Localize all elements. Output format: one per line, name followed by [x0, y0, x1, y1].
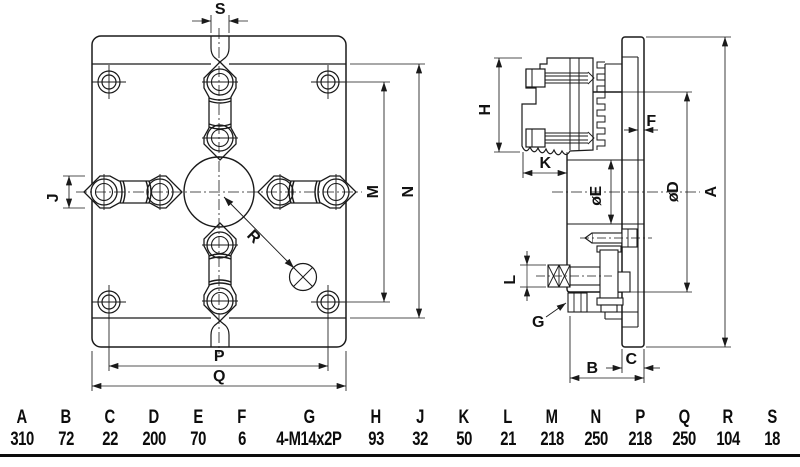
dimension-letter: D — [148, 407, 160, 428]
bottom-slot — [210, 320, 230, 347]
front-dimensions — [63, 15, 425, 391]
dim-label-k: K — [539, 155, 551, 172]
dimension-letter: K — [458, 407, 470, 428]
dim-label-h: H — [477, 104, 494, 115]
dim-label-c: C — [625, 351, 637, 368]
dimension-letter: A — [16, 407, 28, 428]
key-socket — [288, 262, 318, 292]
radius-leader — [223, 196, 295, 269]
dim-label-r: R — [243, 227, 264, 248]
dimension-letter: G — [303, 407, 315, 428]
dimension-value: 104 — [716, 429, 740, 450]
mounting-bolt — [567, 292, 638, 313]
dim-label-a: A — [703, 186, 720, 198]
mounting-holes — [92, 65, 345, 319]
dim-label-l: L — [502, 275, 519, 285]
dimension-letter: Q — [678, 407, 690, 428]
dim-label-f: F — [646, 113, 656, 130]
jaw-bottom — [201, 222, 239, 322]
dimension-letter: R — [722, 407, 734, 428]
dimension-letter: E — [193, 407, 203, 428]
serration-teeth — [596, 61, 606, 150]
dimension-letter: P — [635, 407, 645, 428]
g-leader — [545, 302, 567, 318]
jaw-screw-bottom — [545, 131, 595, 145]
dimension-letter: L — [503, 407, 513, 428]
dim-label-m: M — [365, 185, 382, 198]
dim-label-e: øE — [588, 185, 605, 205]
dimension-value: 6 — [238, 429, 246, 450]
dimension-letter: F — [237, 407, 247, 428]
dimension-letter: N — [590, 407, 602, 428]
dimension-value: 93 — [368, 429, 384, 450]
jaw-top — [201, 61, 239, 161]
dimension-value: 250 — [672, 429, 696, 450]
dimension-value: 18 — [764, 429, 780, 450]
dimension-letter: S — [767, 407, 777, 428]
dim-label-j: J — [45, 194, 62, 202]
dimension-value: 218 — [540, 429, 564, 450]
dim-label-g: G — [532, 314, 544, 331]
front-view: S J M N P Q R — [45, 1, 425, 391]
dim-label-p: P — [214, 348, 225, 365]
jaw-screw-top — [545, 71, 595, 85]
dimension-value: 22 — [102, 429, 118, 450]
side-view: H K F øE øD A L G B C — [477, 36, 731, 383]
centerlines — [76, 28, 362, 354]
dimension-letter: M — [546, 407, 558, 428]
dimension-letter: J — [416, 407, 424, 428]
dimension-value: 4-M14x2P — [276, 429, 342, 450]
dimension-letter: C — [104, 407, 116, 428]
dimension-value: 50 — [456, 429, 472, 450]
dim-label-d: øD — [665, 182, 682, 202]
dimension-value: 250 — [584, 429, 608, 450]
top-slot — [210, 36, 230, 63]
dimension-value: 218 — [628, 429, 652, 450]
dim-label-s: S — [215, 1, 226, 18]
pinion-assembly — [547, 245, 631, 313]
dim-label-q: Q — [213, 368, 225, 385]
dimension-value: 32 — [412, 429, 428, 450]
side-dimensions — [494, 36, 731, 383]
dimension-letter: H — [370, 407, 382, 428]
dimension-value: 200 — [142, 429, 166, 450]
bore-section-lines — [567, 159, 644, 225]
dimension-value: 72 — [58, 429, 74, 450]
dim-label-n: N — [400, 186, 417, 197]
center-bore — [183, 156, 255, 228]
drawing-canvas: S J M N P Q R — [45, 1, 731, 391]
table-bottom-rule — [0, 454, 800, 457]
jaw-section — [521, 57, 606, 156]
dimension-value: 70 — [190, 429, 206, 450]
dimension-value: 21 — [500, 429, 516, 450]
dimension-letter: B — [60, 407, 72, 428]
dim-label-b: B — [586, 360, 597, 377]
dimension-value: 310 — [10, 429, 34, 450]
